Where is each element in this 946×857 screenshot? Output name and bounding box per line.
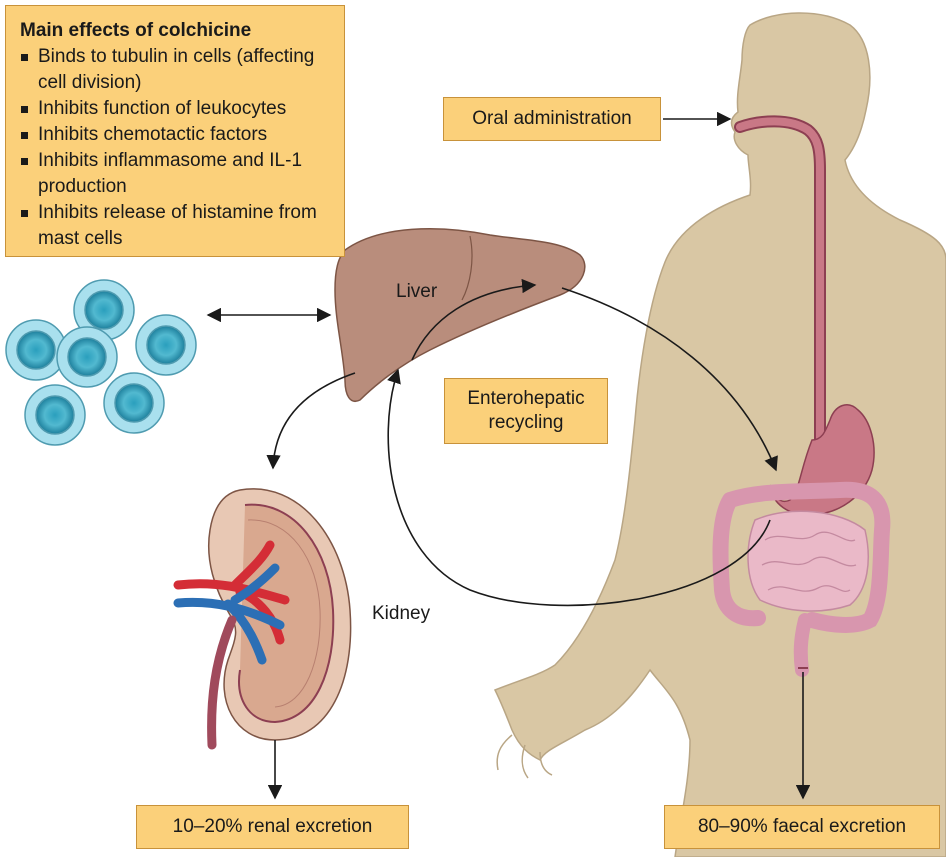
kidney-label: Kidney: [372, 603, 431, 624]
enterohepatic-box: Enterohepatic recycling: [444, 378, 608, 444]
liver-internal-arrow: [411, 278, 537, 361]
liver-label: Liver: [396, 281, 438, 302]
liver-to-gut-arrow: [561, 287, 778, 472]
enterohepatic-label: Enterohepatic recycling: [467, 388, 585, 433]
colchicine-effects-box: Main effects of colchicine Binds to tubu…: [5, 5, 345, 257]
effect-item: Inhibits chemotactic factors: [20, 122, 334, 148]
effect-item: Inhibits inflammasome and IL-1 productio…: [20, 148, 334, 200]
effects-title: Main effects of colchicine: [20, 20, 252, 41]
faecal-excretion-box: 80–90% faecal excretion: [664, 805, 940, 849]
renal-excretion-label: 10–20% renal excretion: [172, 816, 373, 837]
oral-administration-box: Oral administration: [443, 97, 661, 141]
effect-item: Inhibits function of leukocytes: [20, 96, 334, 122]
rectum: [793, 613, 812, 677]
human-body-silhouette: [493, 12, 946, 857]
faecal-excretion-label: 80–90% faecal excretion: [697, 816, 907, 837]
effect-item: Inhibits release of histamine from mast …: [20, 200, 334, 252]
ureter: [207, 615, 237, 750]
gut-to-liver-recycling-arrow: [387, 368, 771, 607]
liver-organ: [334, 228, 586, 402]
liver-to-kidney-arrow: [266, 372, 356, 470]
hand: [496, 734, 553, 779]
kidney-organ: [173, 488, 352, 750]
oral-administration-label: Oral administration: [472, 108, 632, 129]
large-intestine: [712, 481, 891, 633]
blood-cells: [5, 279, 197, 446]
renal-excretion-box: 10–20% renal excretion: [136, 805, 409, 849]
effects-list: Binds to tubulin in cells (affecting cel…: [20, 44, 334, 252]
small-intestine: [747, 510, 869, 612]
effect-item: Binds to tubulin in cells (affecting cel…: [20, 44, 334, 96]
renal-vein: [173, 563, 285, 665]
